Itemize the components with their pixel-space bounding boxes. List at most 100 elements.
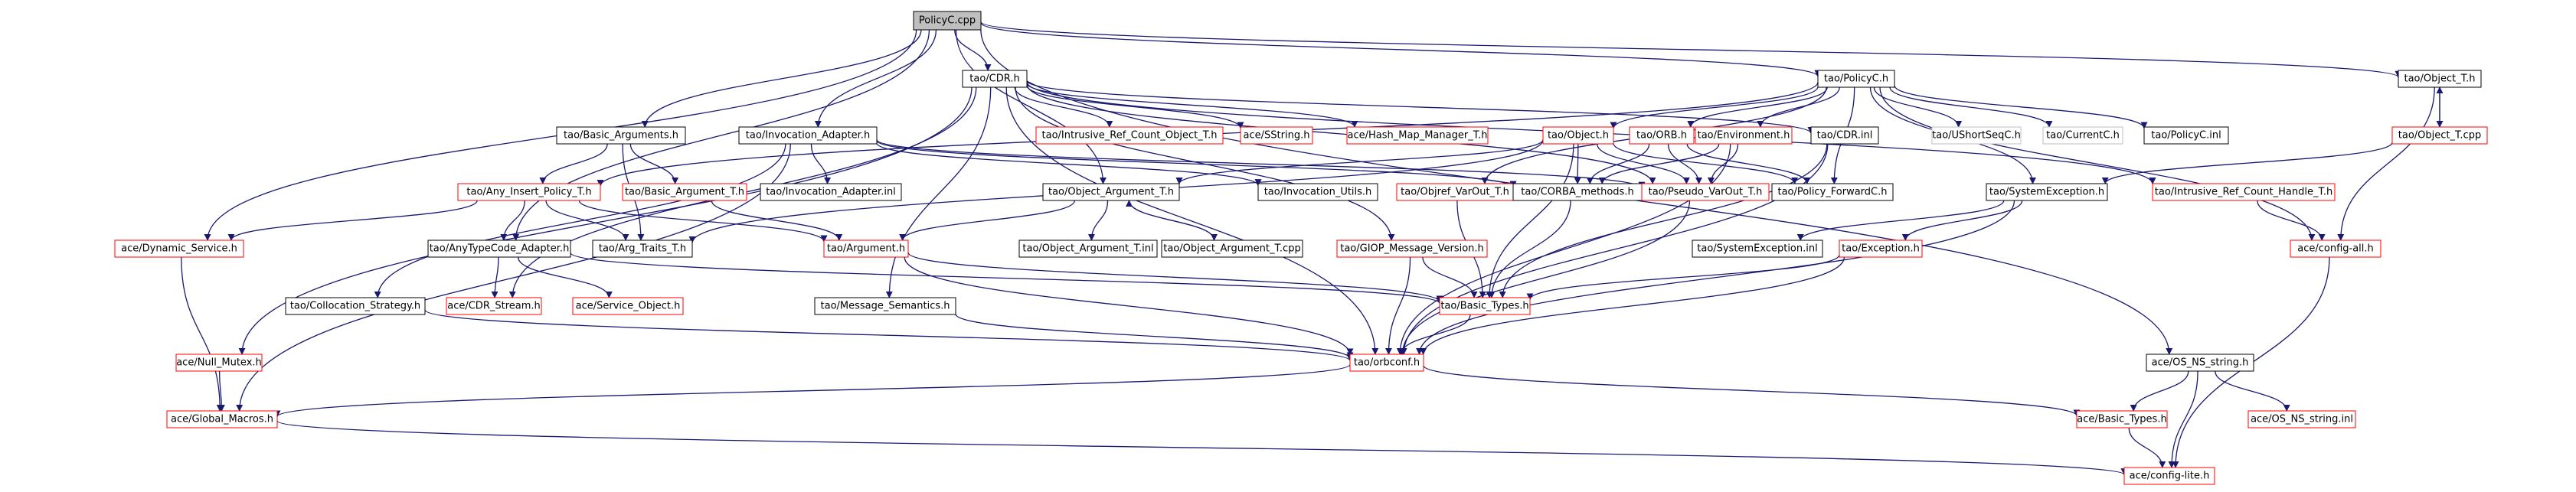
edge-tao_SystemException_h-to-tao_SystemException_inl xyxy=(1796,200,2005,241)
node-PolicyC_cpp[interactable]: PolicyC.cpp xyxy=(913,11,982,31)
edge-PolicyC_cpp-to-tao_PolicyC_h xyxy=(980,22,1822,77)
node-ace_Hash_Map_Manager_T_h[interactable]: ace/Hash_Map_Manager_T.h xyxy=(1346,126,1489,145)
node-box xyxy=(622,183,747,201)
edge-ace_Global_Macros_h-to-ace_config_lite_h xyxy=(276,420,2127,476)
edge-PolicyC_cpp-to-tao_Invocation_Adapter_h xyxy=(814,29,937,128)
node-tao_Message_Semantics_h[interactable]: tao/Message_Semantics.h xyxy=(814,297,956,315)
node-tao_SystemException_h[interactable]: tao/SystemException.h xyxy=(1986,183,2108,201)
node-tao_Exception_h[interactable]: tao/Exception.h xyxy=(1839,239,1923,258)
edge-tao_Message_Semantics_h-to-tao_orbconf_h xyxy=(955,314,1354,360)
node-ace_Basic_Types_h[interactable]: ace/Basic_Types.h xyxy=(2076,410,2168,428)
edge-tao_Any_Insert_Policy_T_h-to-tao_Argument_h xyxy=(578,200,828,243)
node-tao_CDR_inl[interactable]: tao/CDR.inl xyxy=(1810,126,1879,145)
node-label: ace/CDR_Stream.h xyxy=(447,301,541,312)
node-label: tao/PolicyC.h xyxy=(1824,73,1888,85)
node-ace_OS_NS_string_inl[interactable]: ace/OS_NS_string.inl xyxy=(2247,410,2356,428)
node-ace_OS_NS_string_h[interactable]: ace/OS_NS_string.h xyxy=(2146,354,2254,372)
node-tao_Object_Argument_T_inl[interactable]: tao/Object_Argument_T.inl xyxy=(1018,239,1158,258)
node-tao_Pseudo_VarOut_T_h[interactable]: tao/Pseudo_VarOut_T.h xyxy=(1641,183,1770,201)
edge-tao_Invocation_Adapter_h-to-tao_Invocation_Adapter_inl xyxy=(810,143,832,184)
node-tao_Basic_Argument_T_h[interactable]: tao/Basic_Argument_T.h xyxy=(622,183,747,201)
node-tao_Basic_Types_h[interactable]: tao/Basic_Types.h xyxy=(1439,297,1531,315)
edge-tao_Object_Argument_T_cpp-to-tao_Object_Argument_T_h xyxy=(1125,200,1215,241)
edge-ace_Null_Mutex_h-to-ace_Global_Macros_h xyxy=(217,370,225,412)
node-tao_Invocation_Utils_h[interactable]: tao/Invocation_Utils.h xyxy=(1257,183,1378,201)
node-tao_Collocation_Strategy_h[interactable]: tao/Collocation_Strategy.h xyxy=(285,297,426,315)
node-tao_Intrusive_Ref_Count_Object_T_h[interactable]: tao/Intrusive_Ref_Count_Object_T.h xyxy=(1035,126,1224,145)
node-tao_Invocation_Adapter_inl[interactable]: tao/Invocation_Adapter.inl xyxy=(760,183,902,201)
node-tao_CORBA_methods_h[interactable]: tao/CORBA_methods.h xyxy=(1512,183,1643,201)
node-ace_Null_Mutex_h[interactable]: ace/Null_Mutex.h xyxy=(175,354,263,372)
node-tao_SystemException_inl[interactable]: tao/SystemException.inl xyxy=(1692,239,1823,258)
edge-PolicyC_cpp-to-tao_Object_T_h xyxy=(980,21,2402,78)
node-box xyxy=(1439,297,1531,315)
node-box xyxy=(738,126,878,145)
node-tao_Environment_h[interactable]: tao/Environment.h xyxy=(1695,126,1793,145)
node-tao_Argument_h[interactable]: tao/Argument.h xyxy=(823,239,909,258)
node-tao_Basic_Arguments_h[interactable]: tao/Basic_Arguments.h xyxy=(556,126,686,145)
node-label: tao/Basic_Argument_T.h xyxy=(625,187,744,198)
edge-tao_PolicyC_h-to-ace_config_all_h xyxy=(1879,86,2316,241)
edge-tao_AnyTypeCode_Adapter_h-to-tao_CDR_Stream_h xyxy=(491,256,499,298)
node-tao_CurrentC_h[interactable]: tao/CurrentC.h xyxy=(2042,126,2123,145)
node-label: ace/SString.h xyxy=(1244,130,1310,142)
node-label: ace/Service_Object.h xyxy=(576,301,681,312)
node-box xyxy=(592,239,693,258)
node-label: tao/CORBA_methods.h xyxy=(1521,187,1633,198)
node-tao_CDR_Stream_h[interactable]: ace/CDR_Stream.h xyxy=(446,297,542,315)
node-ace_Global_Macros_h[interactable]: ace/Global_Macros.h xyxy=(166,410,278,428)
node-tao_PolicyC_inl[interactable]: tao/PolicyC.inl xyxy=(2143,126,2229,145)
edge-tao_AnyTypeCode_Adapter_h-to-tao_Basic_Types_h xyxy=(570,252,1443,305)
node-ace_Dynamic_Service_h[interactable]: ace/Dynamic_Service.h xyxy=(114,239,244,258)
node-label: tao/Collocation_Strategy.h xyxy=(290,301,420,312)
edge-tao_CDR_h-to-ace_Hash_Map_Manager_T_h xyxy=(1026,83,1358,128)
edge-tao_GIOP_Message_Version_h-to-tao_orbconf_h xyxy=(1384,256,1411,355)
node-tao_Intrusive_Ref_Count_Handle_T_h[interactable]: tao/Intrusive_Ref_Count_Handle_T.h xyxy=(2152,183,2336,201)
edge-tao_PolicyC_h-to-tao_PolicyC_inl xyxy=(1894,85,2148,129)
node-tao_Object_Argument_T_h[interactable]: tao/Object_Argument_T.h xyxy=(1042,183,1180,201)
node-tao_Arg_Traits_T_h[interactable]: tao/Arg_Traits_T.h xyxy=(592,239,693,258)
node-ace_config_lite_h[interactable]: ace/config-lite.h xyxy=(2123,467,2215,485)
edge-tao_Invocation_Adapter_h-to-ace_Global_Macros_h xyxy=(236,143,791,412)
node-tao_Policy_ForwardC_h[interactable]: tao/Policy_ForwardC.h xyxy=(1771,183,1894,201)
node-box xyxy=(2398,70,2482,88)
node-box xyxy=(175,354,263,372)
edge-tao_Invocation_Adapter_h-to-tao_CORBA_methods_h xyxy=(876,140,1517,188)
node-tao_Invocation_Adapter_h[interactable]: tao/Invocation_Adapter.h xyxy=(738,126,878,145)
node-label: tao/Pseudo_VarOut_T.h xyxy=(1649,187,1763,198)
node-label: tao/AnyTypeCode_Adapter.h xyxy=(430,243,570,255)
node-tao_ORB_h[interactable]: tao/ORB.h xyxy=(1629,126,1695,145)
node-tao_Object_Argument_T_cpp[interactable]: tao/Object_Argument_T.cpp xyxy=(1161,239,1303,258)
node-label: tao/SystemException.inl xyxy=(1697,243,1817,255)
node-tao_Object_h[interactable]: tao/Object.h xyxy=(1542,126,1614,145)
node-tao_AnyTypeCode_Adapter_h[interactable]: tao/AnyTypeCode_Adapter.h xyxy=(427,239,571,258)
node-box xyxy=(457,183,601,201)
node-tao_Objref_VarOut_T_h[interactable]: tao/Objref_VarOut_T.h xyxy=(1396,183,1514,201)
edge-tao_Pseudo_VarOut_T_h-to-tao_orbconf_h xyxy=(1399,200,1691,355)
edge-tao_PolicyC_h-to-tao_Environment_h xyxy=(1757,86,1840,128)
node-box xyxy=(446,297,542,315)
node-tao_Any_Insert_Policy_T_h[interactable]: tao/Any_Insert_Policy_T.h xyxy=(457,183,601,201)
node-tao_Object_T_cpp[interactable]: tao/Object_T.cpp xyxy=(2391,126,2488,145)
node-ace_SString_h[interactable]: ace/SString.h xyxy=(1240,126,1313,145)
node-ace_config_all_h[interactable]: ace/config-all.h xyxy=(2290,239,2381,258)
edge-tao_Object_h-to-tao_Basic_Types_h xyxy=(1486,143,1574,298)
node-tao_orbconf_h[interactable]: tao/orbconf.h xyxy=(1349,354,1424,372)
node-box xyxy=(1018,239,1158,258)
node-tao_Object_T_h[interactable]: tao/Object_T.h xyxy=(2398,70,2482,88)
node-tao_GIOP_Message_Version_h[interactable]: tao/GIOP_Message_Version.h xyxy=(1336,239,1488,258)
node-box xyxy=(427,239,571,258)
node-ace_Service_Object_h[interactable]: ace/Service_Object.h xyxy=(572,297,684,315)
node-tao_CDR_h[interactable]: tao/CDR.h xyxy=(962,70,1028,88)
node-box xyxy=(166,410,278,428)
edge-tao_PolicyC_h-to-tao_CurrentC_h xyxy=(1889,86,2053,128)
node-box xyxy=(2391,126,2488,145)
node-tao_PolicyC_h[interactable]: tao/PolicyC.h xyxy=(1817,70,1895,88)
edge-tao_Object_h-to-tao_Policy_ForwardC_h xyxy=(1613,143,1799,184)
edge-tao_Invocation_Adapter_h-to-tao_Pseudo_VarOut_T_h xyxy=(876,139,1646,189)
node-tao_UShortSeqC_h[interactable]: tao/UShortSeqC.h xyxy=(1931,126,2022,145)
edge-tao_Object_Argument_T_h-to-tao_Argument_h xyxy=(899,200,1076,241)
edge-tao_Invocation_Adapter_h-to-tao_Collocation_Strategy_h xyxy=(374,143,786,298)
node-label: tao/Object_Argument_T.inl xyxy=(1022,243,1153,255)
node-box xyxy=(2143,126,2229,145)
